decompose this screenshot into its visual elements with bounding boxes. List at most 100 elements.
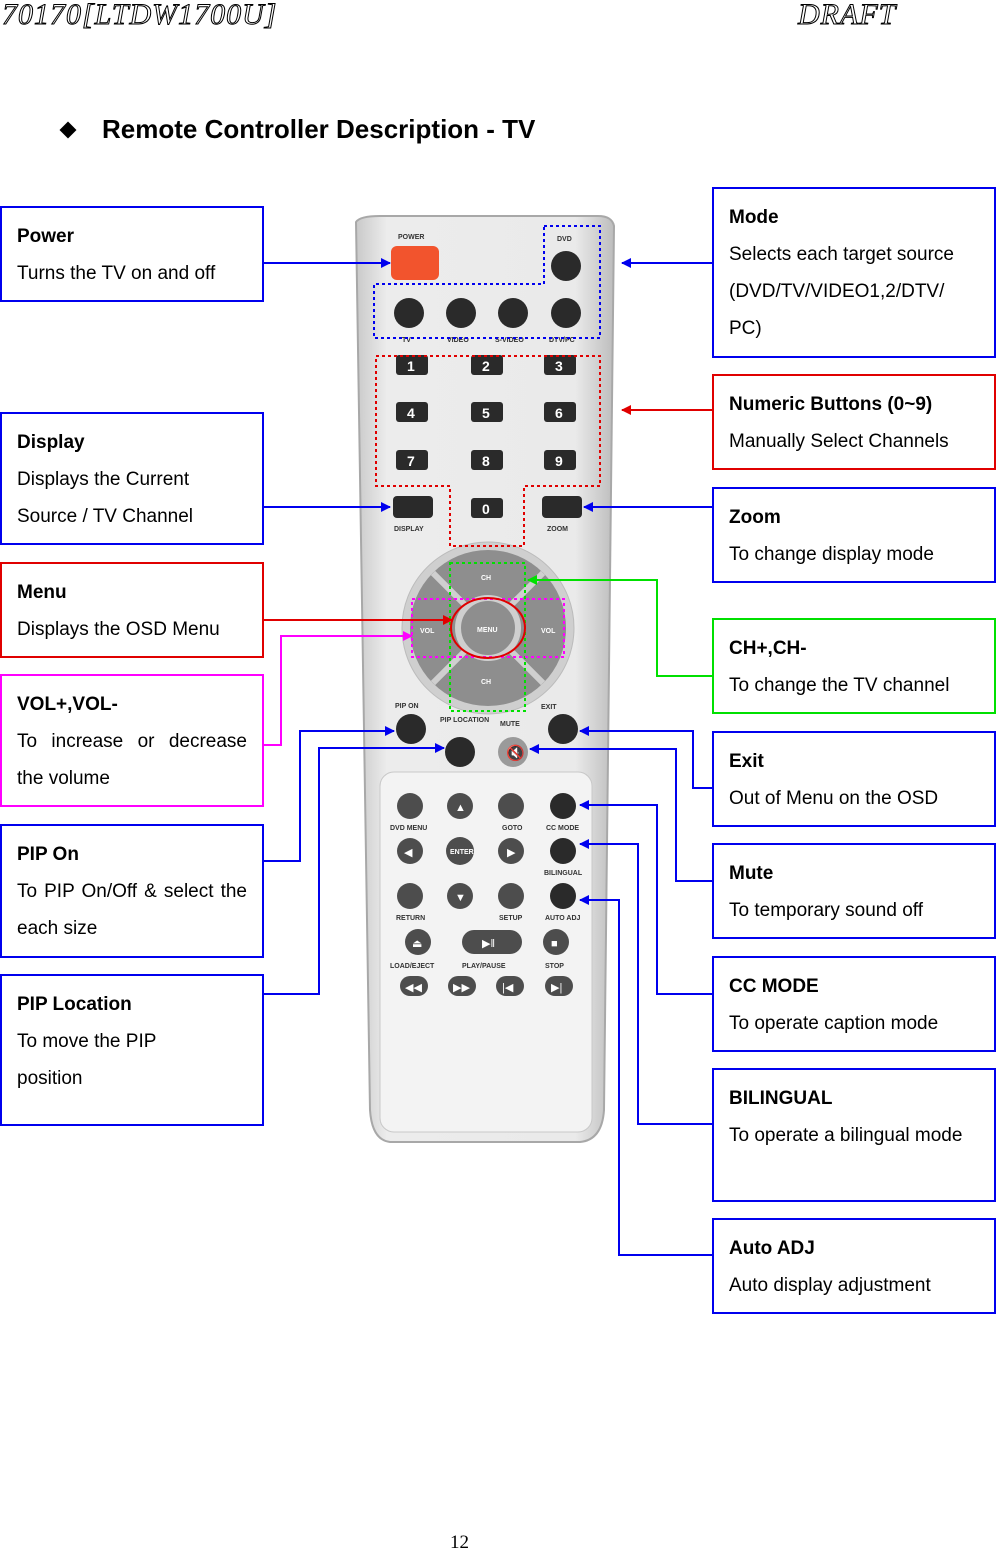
pip-on-callout: PIP On To PIP On/Off & select the each s… (0, 824, 264, 958)
numeric-group-outline (375, 355, 601, 547)
setup-button (498, 883, 524, 909)
callout-desc: Manually Select Channels (729, 431, 949, 452)
mode-group-outline (373, 225, 601, 339)
doc-id-header: 70170[LTDW1700U] (1, 0, 278, 32)
up-button (447, 793, 473, 819)
numeric-callout: Numeric Buttons (0~9) Manually Select Ch… (712, 374, 996, 470)
exit-connector (579, 726, 713, 789)
dvd-menu-button (397, 793, 423, 819)
callout-desc: To move the PIP position (17, 1031, 157, 1089)
num-5-button (471, 402, 503, 422)
num-3-label: 3 (555, 358, 563, 374)
pip-on-connector (263, 726, 395, 862)
num-2-label: 2 (482, 358, 490, 374)
pip-location-button (445, 737, 475, 767)
auto-adj-button (550, 883, 576, 909)
video-button (446, 298, 476, 328)
callout-title: VOL+,VOL- (17, 694, 118, 715)
callout-desc: Displays the Current Source / TV Channel (17, 469, 194, 527)
callout-desc: To PIP On/Off & select the each size (17, 881, 247, 939)
return-label: RETURN (396, 915, 425, 922)
ch-group-outline (449, 562, 526, 712)
exit-button (548, 714, 578, 744)
callout-desc: To increase or decrease the volume (17, 731, 247, 789)
num-9-label: 9 (555, 453, 563, 469)
callout-desc: To temporary sound off (729, 900, 923, 921)
cc-mode-button (550, 793, 576, 819)
rewind-icon: ◀◀ (405, 982, 422, 994)
display-callout: Display Displays the Current Source / TV… (0, 412, 264, 545)
goto-button (498, 793, 524, 819)
mute-callout: Mute To temporary sound off (712, 843, 996, 939)
stop-icon: ■ (551, 938, 558, 950)
page-number: 12 (450, 1532, 469, 1553)
menu-button-label: MENU (477, 627, 498, 634)
stop-label: STOP (545, 963, 564, 970)
play-pause-label: PLAY/PAUSE (462, 963, 506, 970)
eject-icon: ⏏ (412, 938, 422, 950)
right-arrow-icon: ▶ (507, 847, 516, 859)
num-4-label: 4 (407, 405, 415, 421)
callout-title: Mute (729, 863, 774, 884)
mute-label: MUTE (500, 721, 520, 728)
callout-title: Exit (729, 751, 764, 772)
mute-icon: 🔇 (506, 744, 525, 762)
right-button (498, 838, 524, 864)
callout-title: BILINGUAL (729, 1088, 833, 1109)
num-6-label: 6 (555, 405, 563, 421)
bilingual-button (550, 838, 576, 864)
exit-callout: Exit Out of Menu on the OSD (712, 731, 996, 827)
dtv-pc-button-label: DTV/PC (549, 337, 575, 344)
callout-title: Mode (729, 207, 779, 228)
callout-desc: Displays the OSD Menu (17, 619, 220, 640)
num-6-button (544, 402, 576, 422)
callout-desc: Selects each target source (DVD/TV/VIDEO… (729, 244, 954, 339)
ch-connector (527, 575, 713, 677)
pip-location-callout: PIP Location To move the PIP position (0, 974, 264, 1126)
down-arrow-icon: ▼ (455, 892, 466, 904)
bilingual-callout: BILINGUAL To operate a bilingual mode (712, 1068, 996, 1202)
video-button-label: VIDEO (447, 337, 469, 344)
prev-button (496, 976, 524, 996)
auto-adj-connector (579, 895, 713, 1256)
fast-forward-icon: ▶▶ (453, 982, 470, 994)
stop-button (543, 929, 569, 955)
vol-connector (263, 631, 413, 746)
setup-label: SETUP (499, 915, 523, 922)
s-video-button-label: S-VIDEO (495, 337, 524, 344)
num-1-label: 1 (407, 358, 415, 374)
pip-on-button (396, 714, 426, 744)
num-9-button (544, 450, 576, 470)
goto-label: GOTO (502, 825, 523, 832)
callout-title: CC MODE (729, 976, 819, 997)
auto-adj-label: AUTO ADJ (545, 915, 581, 922)
down-button (447, 883, 473, 909)
prev-icon: |◀ (502, 982, 514, 994)
load-eject-button (405, 929, 431, 955)
section-heading: Remote Controller Description - TV (59, 114, 535, 145)
power-button-label: POWER (398, 234, 424, 241)
callout-desc: Turns the TV on and off (17, 263, 216, 284)
num-7-button (396, 450, 428, 470)
callout-title: PIP On (17, 844, 79, 865)
callout-desc: To change the TV channel (729, 675, 950, 696)
dvd-button (551, 251, 581, 281)
callout-desc: Auto display adjustment (729, 1275, 931, 1296)
num-8-button (471, 450, 503, 470)
power-callout: Power Turns the TV on and off (0, 206, 264, 302)
bilingual-connector (579, 839, 713, 1125)
pip-location-connector (263, 743, 445, 995)
num-0-label: 0 (482, 501, 490, 517)
num-1-button (396, 355, 428, 375)
mute-button (498, 737, 528, 767)
callout-title: CH+,CH- (729, 638, 807, 659)
cc-mode-callout: CC MODE To operate caption mode (712, 956, 996, 1052)
dvd-menu-label: DVD MENU (390, 825, 427, 832)
vol-group-outline (411, 598, 565, 658)
display-button-label: DISPLAY (394, 526, 424, 533)
left-arrow-icon: ◀ (404, 847, 413, 859)
vol-down-label: VOL (420, 628, 435, 635)
pip-location-label: PIP LOCATION (440, 717, 489, 724)
callout-desc: To operate a bilingual mode (729, 1125, 963, 1146)
ch-up-label: CH (481, 575, 491, 582)
